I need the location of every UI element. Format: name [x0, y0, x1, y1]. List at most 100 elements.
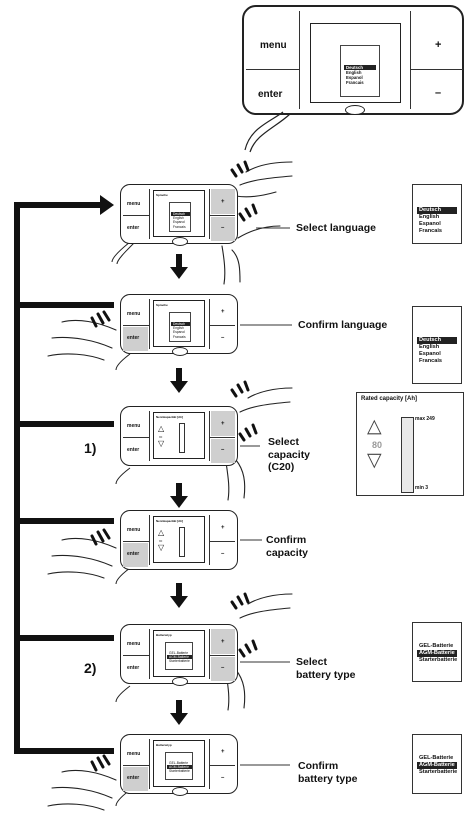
- capacity-gauge: [179, 527, 185, 557]
- language-list: Deutsch English Espanol Francais: [171, 322, 190, 340]
- device-step-confirm-battery-type: menu enter + – Batterietyp GEL-Batterie …: [120, 734, 238, 796]
- list-item: Francais: [346, 80, 364, 85]
- capacity-box: Rated capacity [Ah] △ 80 ▽ max 249 min 3: [356, 392, 464, 496]
- screen-title: Nennkapazität [Ah]: [156, 519, 184, 523]
- enter-button[interactable]: enter: [127, 225, 140, 231]
- step-label-select-language: Select language: [296, 222, 376, 234]
- battery-type-list: GEL-Batterie AGM-Batterie Starterbatteri…: [167, 761, 192, 775]
- device-step-confirm-capacity: menu enter + – Nennkapazität [Ah] △ 80 ▽: [120, 510, 238, 570]
- list-item: AGM-Batterie: [417, 762, 457, 769]
- menu-button[interactable]: menu: [127, 311, 141, 317]
- list-item: Espanol: [173, 330, 185, 335]
- up-arrow-icon: △: [158, 424, 165, 433]
- minus-button[interactable]: –: [435, 87, 442, 99]
- list-item: AGM-Batterie: [417, 650, 457, 657]
- down-arrow-icon: ▽: [367, 450, 382, 471]
- up-arrow-icon: △: [367, 416, 382, 437]
- battery-type-box-1: GEL-Batterie AGM-Batterie Starterbatteri…: [412, 622, 462, 682]
- marker-2: 2): [84, 660, 97, 676]
- hella-logo: [345, 105, 365, 115]
- enter-button[interactable]: enter: [127, 447, 140, 453]
- menu-button[interactable]: menu: [260, 40, 287, 51]
- battery-type-box-2: GEL-Batterie AGM-Batterie Starterbatteri…: [412, 734, 462, 794]
- up-arrow-icon: △: [158, 528, 165, 537]
- enter-button[interactable]: enter: [127, 775, 140, 781]
- main-device: menu enter + – Deutsch English Espanol F…: [242, 5, 464, 115]
- minus-button[interactable]: –: [221, 447, 225, 453]
- plus-button[interactable]: +: [221, 199, 225, 205]
- plus-button[interactable]: +: [435, 39, 442, 51]
- list-item: English: [419, 344, 440, 350]
- list-item: GEL-Batterie: [419, 643, 454, 649]
- enter-button[interactable]: enter: [127, 551, 140, 557]
- enter-button[interactable]: enter: [258, 89, 283, 100]
- minus-button[interactable]: –: [221, 225, 225, 231]
- minus-button[interactable]: –: [221, 665, 225, 671]
- list-item: GEL-Batterie: [169, 761, 189, 765]
- marker-1: 1): [84, 440, 97, 456]
- language-menu-box-1: Deutsch English Espanol Francais: [412, 184, 462, 244]
- capacity-value: 80: [159, 539, 163, 543]
- list-item: Starterbatterie: [419, 657, 458, 663]
- battery-type-list: GEL-Batterie AGM-Batterie Starterbatteri…: [167, 651, 192, 665]
- list-item: Starterbatterie: [419, 769, 458, 775]
- min-label: min 3: [415, 485, 429, 491]
- menu-button[interactable]: menu: [127, 751, 141, 757]
- minus-button-highlight: [211, 439, 235, 463]
- enter-button[interactable]: enter: [127, 665, 140, 671]
- device-step-confirm-language: menu enter + – Sprache Deutsch English E…: [120, 294, 238, 356]
- step-label-confirm-language: Confirm language: [298, 319, 388, 331]
- down-arrow-icon: ▽: [158, 439, 165, 448]
- down-arrow-icon: ▽: [158, 543, 165, 552]
- screen-title: Sprache: [156, 303, 168, 307]
- minus-button[interactable]: –: [221, 775, 225, 781]
- screen-title: Sprache: [156, 193, 168, 197]
- list-item: GEL-Batterie: [419, 755, 454, 761]
- hella-logo: [172, 677, 188, 686]
- list-item: Deutsch: [417, 337, 457, 344]
- list-item: English: [173, 216, 184, 221]
- plus-button[interactable]: +: [221, 749, 225, 755]
- capacity-value: 80: [372, 440, 383, 450]
- plus-button[interactable]: +: [221, 309, 225, 315]
- max-label: max 249: [415, 416, 435, 422]
- plus-button-highlight: [211, 411, 235, 436]
- minus-button[interactable]: –: [221, 335, 225, 341]
- list-item: AGM-Batterie: [167, 655, 192, 660]
- list-item: Francais: [419, 358, 443, 364]
- plus-button[interactable]: +: [221, 525, 225, 531]
- menu-button[interactable]: menu: [127, 527, 141, 533]
- device-step-select-language: menu enter + – Sprache Deutsch English E…: [120, 184, 238, 246]
- list-item: GEL-Batterie: [169, 651, 189, 655]
- capacity-value: 80: [159, 435, 163, 439]
- hella-logo: [172, 237, 188, 246]
- list-item: English: [346, 70, 362, 75]
- list-item: Starterbatterie: [169, 659, 190, 664]
- enter-button[interactable]: enter: [127, 335, 140, 341]
- menu-button[interactable]: menu: [127, 641, 141, 647]
- screen-title: Batterietyp: [156, 633, 172, 637]
- list-item: Espanol: [346, 75, 363, 80]
- menu-button[interactable]: menu: [127, 201, 141, 207]
- enter-button-highlight: [123, 543, 148, 567]
- list-item: Deutsch: [344, 65, 376, 70]
- menu-button[interactable]: menu: [127, 423, 141, 429]
- plus-button-highlight: [211, 189, 235, 214]
- plus-button[interactable]: +: [221, 639, 225, 645]
- minus-button-highlight: [211, 217, 235, 241]
- screen-title: Batterietyp: [156, 743, 172, 747]
- capacity-gauge: [179, 423, 185, 453]
- capacity-bar: [401, 417, 414, 493]
- capacity-box-title: Rated capacity [Ah]: [361, 396, 418, 402]
- language-list: Deutsch English Espanol Francais: [171, 212, 190, 230]
- plus-button[interactable]: +: [221, 421, 225, 427]
- minus-button-highlight: [211, 657, 235, 681]
- list-item: Espanol: [173, 220, 185, 225]
- minus-button[interactable]: –: [221, 551, 225, 557]
- list-item: Deutsch: [171, 212, 190, 217]
